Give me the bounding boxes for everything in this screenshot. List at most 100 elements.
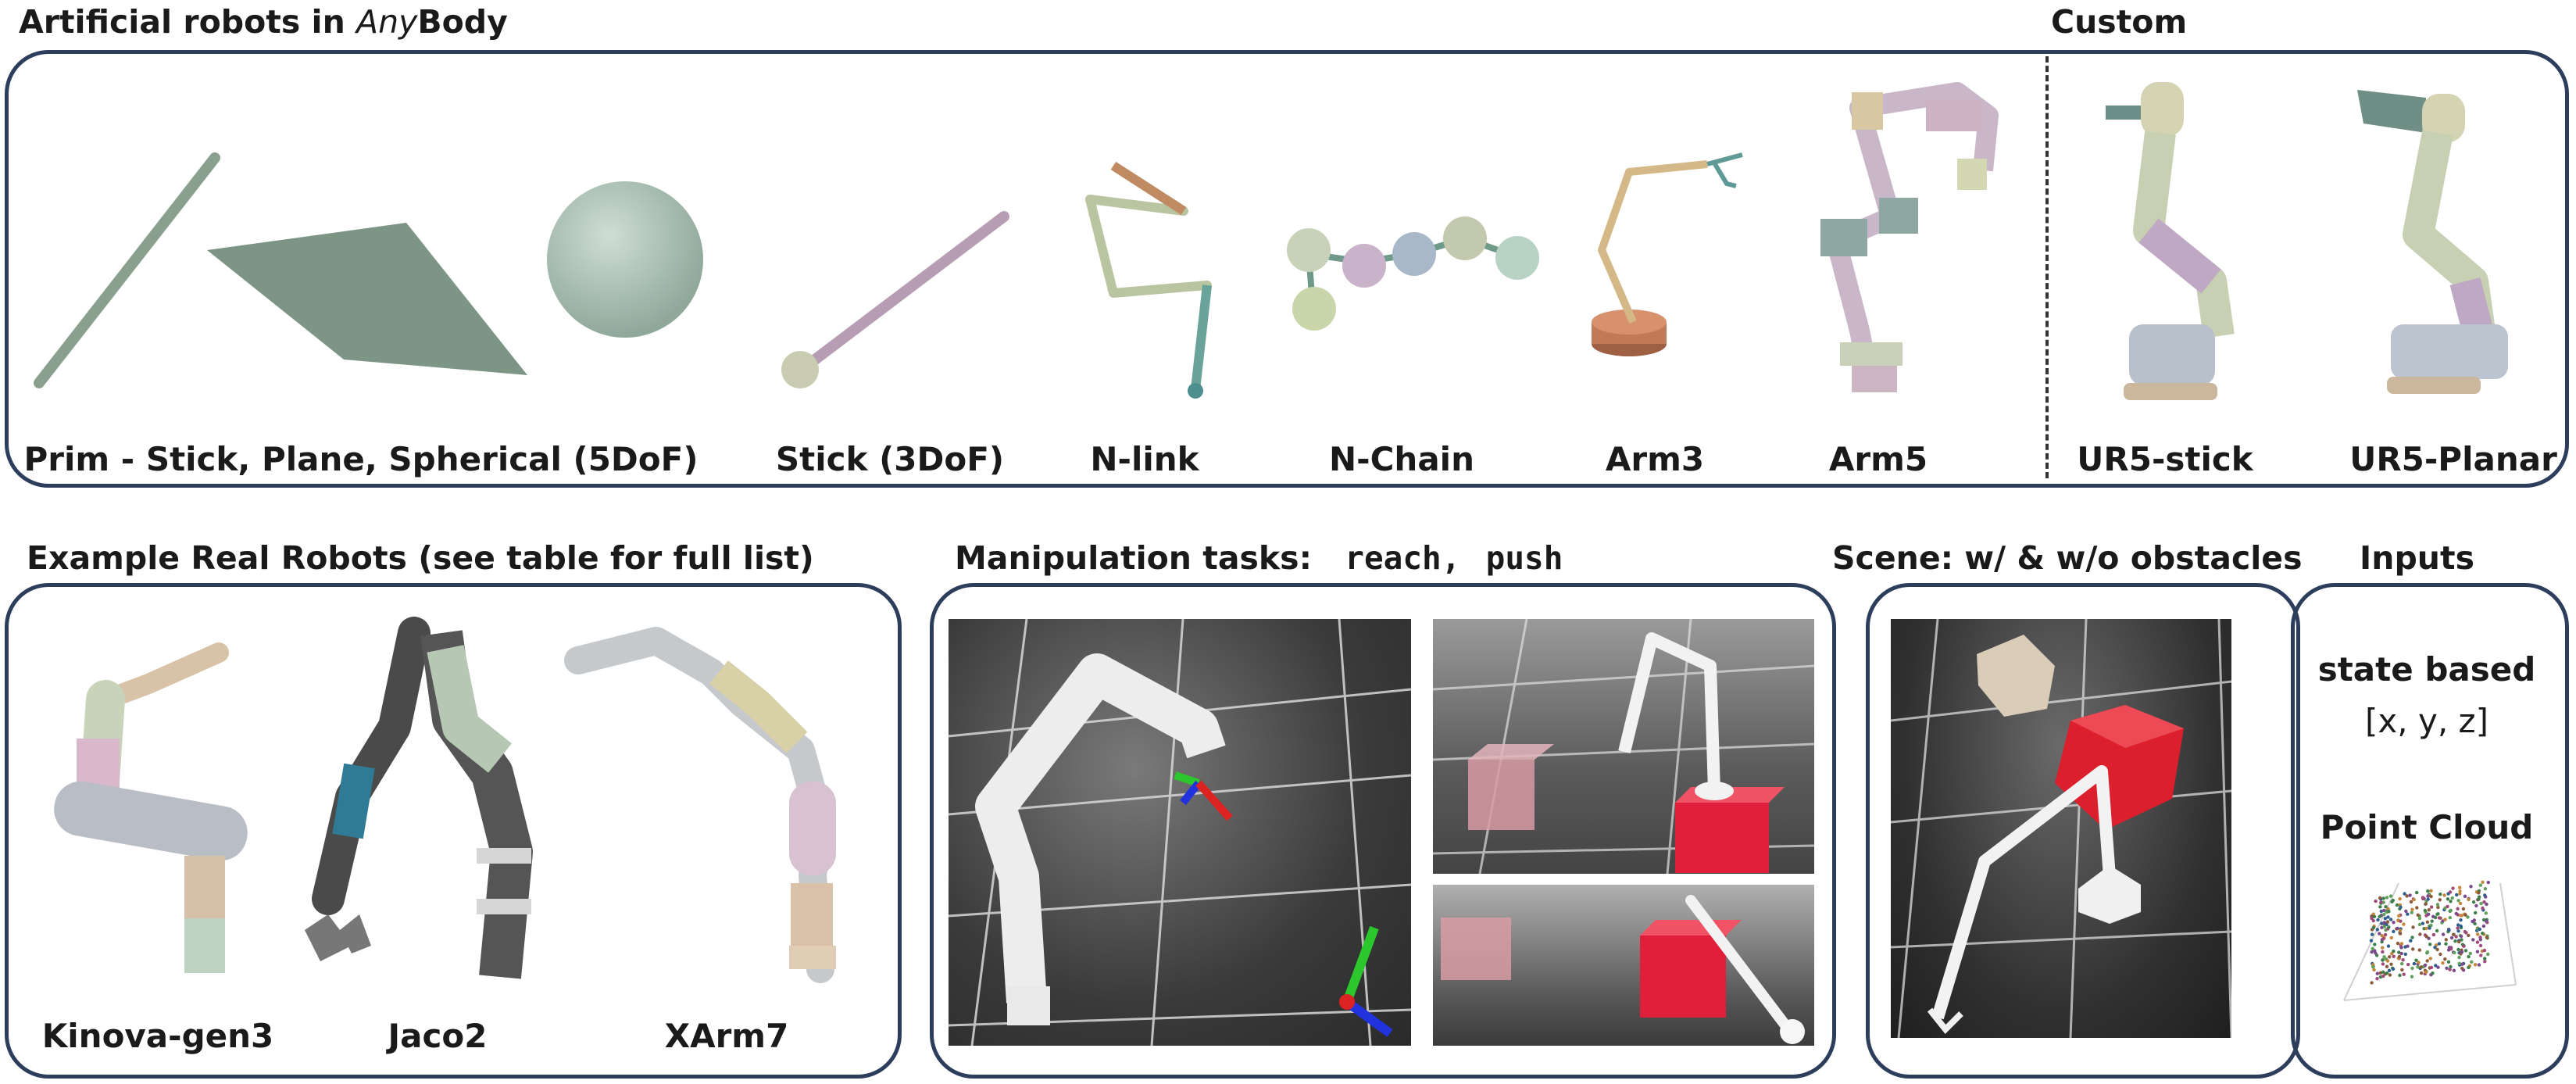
point-cloud-point xyxy=(2386,907,2390,911)
point-cloud-point xyxy=(2371,932,2374,936)
point-cloud-point xyxy=(2391,898,2395,903)
point-cloud-point xyxy=(2387,925,2391,929)
ur5-planar-figure xyxy=(2357,90,2508,394)
point-cloud-point xyxy=(2456,907,2460,910)
point-cloud-point xyxy=(2453,950,2456,955)
point-cloud-point xyxy=(2478,927,2481,932)
point-cloud-point xyxy=(2460,966,2464,971)
point-cloud-point xyxy=(2441,961,2445,965)
point-cloud-point xyxy=(2448,890,2453,894)
point-cloud-point xyxy=(2421,921,2425,925)
push-scene-2 xyxy=(1441,895,1805,1044)
point-cloud-point xyxy=(2443,957,2447,961)
point-cloud-point xyxy=(2446,960,2451,964)
point-cloud-point xyxy=(2381,950,2385,954)
point-cloud-point xyxy=(2406,962,2410,967)
point-cloud-point xyxy=(2470,960,2474,964)
point-cloud-point xyxy=(2415,906,2419,910)
point-cloud-point xyxy=(2424,935,2428,939)
point-cloud-point xyxy=(2444,938,2448,942)
point-cloud-point xyxy=(2481,932,2485,936)
point-cloud-point xyxy=(2410,936,2414,939)
point-cloud-point xyxy=(2414,958,2418,962)
point-cloud-point xyxy=(2430,919,2434,923)
point-cloud-point xyxy=(2426,897,2430,901)
kinova-gen3-figure xyxy=(54,642,248,973)
point-cloud-point xyxy=(2381,970,2385,974)
point-cloud-point xyxy=(2372,968,2376,972)
point-cloud-point xyxy=(2396,926,2399,931)
arm5-figure xyxy=(1820,82,1999,392)
label-ur5-planar: UR5-Planar xyxy=(2349,440,2557,478)
point-cloud-point xyxy=(2483,887,2488,891)
point-cloud-point xyxy=(2424,926,2428,931)
point-cloud-point xyxy=(2458,889,2462,893)
point-cloud-point xyxy=(2403,952,2407,957)
point-cloud-point xyxy=(2484,911,2488,915)
point-cloud-point xyxy=(2402,922,2406,926)
point-cloud-point xyxy=(2378,975,2383,979)
point-cloud-point xyxy=(2410,966,2414,971)
point-cloud-point xyxy=(2387,910,2391,914)
inputs-panel xyxy=(2291,583,2569,1079)
point-cloud-figure xyxy=(2343,880,2517,1001)
point-cloud-point xyxy=(2378,932,2381,936)
point-cloud-point xyxy=(2461,907,2466,911)
point-cloud-point xyxy=(2374,951,2378,955)
point-cloud-point xyxy=(2435,947,2439,952)
point-cloud-point xyxy=(2466,915,2470,919)
point-cloud-point xyxy=(2392,949,2396,953)
jaco2-figure xyxy=(305,617,533,979)
point-cloud-point xyxy=(2427,912,2431,916)
point-cloud-point xyxy=(2392,954,2396,958)
state-based-label: state based xyxy=(2317,650,2536,689)
point-cloud-point xyxy=(2485,919,2488,923)
point-cloud-point xyxy=(2406,912,2410,916)
point-cloud-point xyxy=(2425,959,2429,963)
point-cloud-point xyxy=(2386,944,2391,948)
point-cloud-point xyxy=(2433,946,2437,950)
title-body: Body xyxy=(417,3,508,41)
point-cloud-point xyxy=(2371,925,2376,930)
point-cloud-point xyxy=(2380,934,2384,938)
point-cloud-point xyxy=(2385,896,2389,900)
point-cloud-point xyxy=(2381,958,2385,962)
point-cloud-point xyxy=(2412,961,2417,966)
point-cloud-point xyxy=(2381,946,2385,950)
point-cloud-point xyxy=(2437,942,2442,946)
point-cloud-point xyxy=(2478,943,2483,948)
point-cloud-point xyxy=(2383,917,2388,921)
point-cloud-point xyxy=(2380,921,2384,925)
point-cloud-point xyxy=(2449,964,2453,969)
point-cloud-point xyxy=(2425,920,2430,924)
point-cloud-point xyxy=(2438,952,2442,957)
point-cloud-point xyxy=(2463,929,2467,934)
point-cloud-point xyxy=(2429,894,2433,899)
point-cloud-point xyxy=(2438,893,2442,896)
point-cloud-point xyxy=(2412,897,2416,902)
point-cloud-point xyxy=(2371,946,2374,950)
point-cloud-point xyxy=(2457,939,2461,944)
point-cloud-point xyxy=(2448,916,2452,920)
point-cloud-point xyxy=(2391,967,2396,971)
point-cloud-point xyxy=(2442,893,2446,897)
point-cloud-point xyxy=(2458,885,2462,889)
point-cloud-point xyxy=(2375,977,2379,981)
point-cloud-point xyxy=(2486,952,2490,957)
point-cloud-point xyxy=(2456,947,2460,952)
point-cloud-point xyxy=(2460,962,2464,966)
push-task-image-2 xyxy=(1433,885,1814,1046)
push-scene-1 xyxy=(1433,619,1814,874)
point-cloud-point xyxy=(2375,928,2379,932)
point-cloud-point xyxy=(2400,968,2404,972)
point-cloud-point xyxy=(2455,893,2459,897)
point-cloud-point xyxy=(2424,902,2428,906)
point-cloud-point xyxy=(2380,925,2384,929)
point-cloud-point xyxy=(2469,885,2473,889)
point-cloud-point xyxy=(2409,939,2413,943)
state-vector-label: [x, y, z] xyxy=(2365,702,2488,740)
point-cloud-point xyxy=(2398,928,2403,932)
point-cloud-point xyxy=(2386,915,2390,919)
arm3-figure xyxy=(1592,152,1743,356)
point-cloud-point xyxy=(2381,896,2385,900)
